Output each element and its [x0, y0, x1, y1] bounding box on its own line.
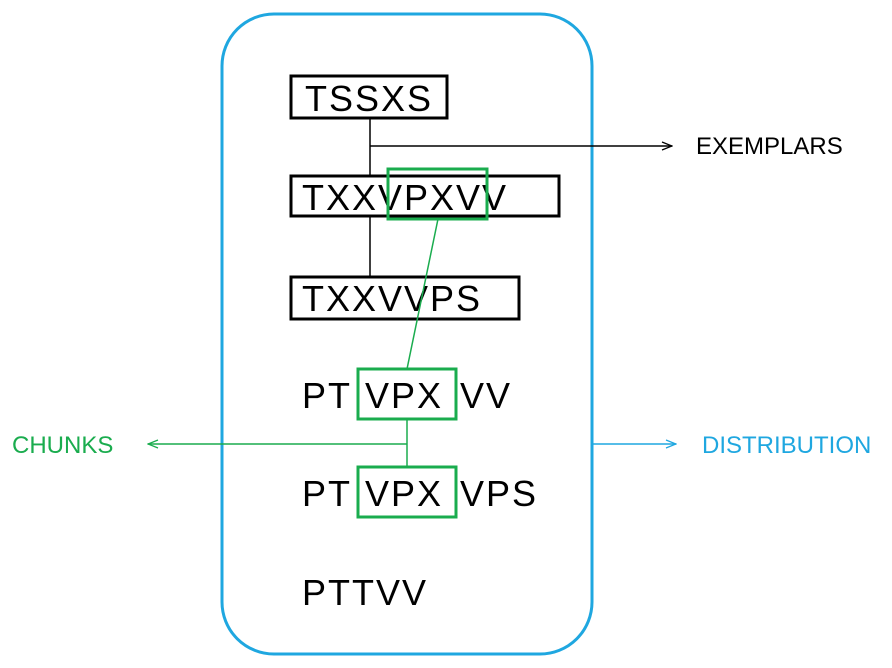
string-4-before: PT: [302, 375, 352, 416]
string-6: PTTVV: [302, 572, 428, 613]
chunks-label: CHUNKS: [12, 432, 113, 459]
string-5-after: VPS: [460, 473, 538, 514]
string-4: PT VPX VV: [302, 375, 512, 416]
exemplars-label: EXEMPLARS: [696, 133, 843, 160]
distribution-label: DISTRIBUTION: [702, 432, 871, 459]
exemplar-text-2: TXXVPXVV: [302, 177, 508, 218]
distribution-container: [220, 12, 594, 656]
string-5: PT VPX VPS: [302, 473, 538, 514]
chunk-link: [406, 218, 439, 370]
string-5-chunk: VPX: [365, 473, 443, 514]
exemplar-text-1: TSSXS: [305, 78, 433, 119]
exemplar-box-2: [289, 174, 561, 218]
exemplar-text-3: TXXVVPS: [302, 278, 482, 319]
exemplar-box-3: [289, 275, 521, 321]
string-5-before: PT: [302, 473, 352, 514]
string-4-chunk: VPX: [365, 375, 443, 416]
exemplar-box-1: [289, 74, 449, 120]
string-4-after: VV: [460, 375, 512, 416]
